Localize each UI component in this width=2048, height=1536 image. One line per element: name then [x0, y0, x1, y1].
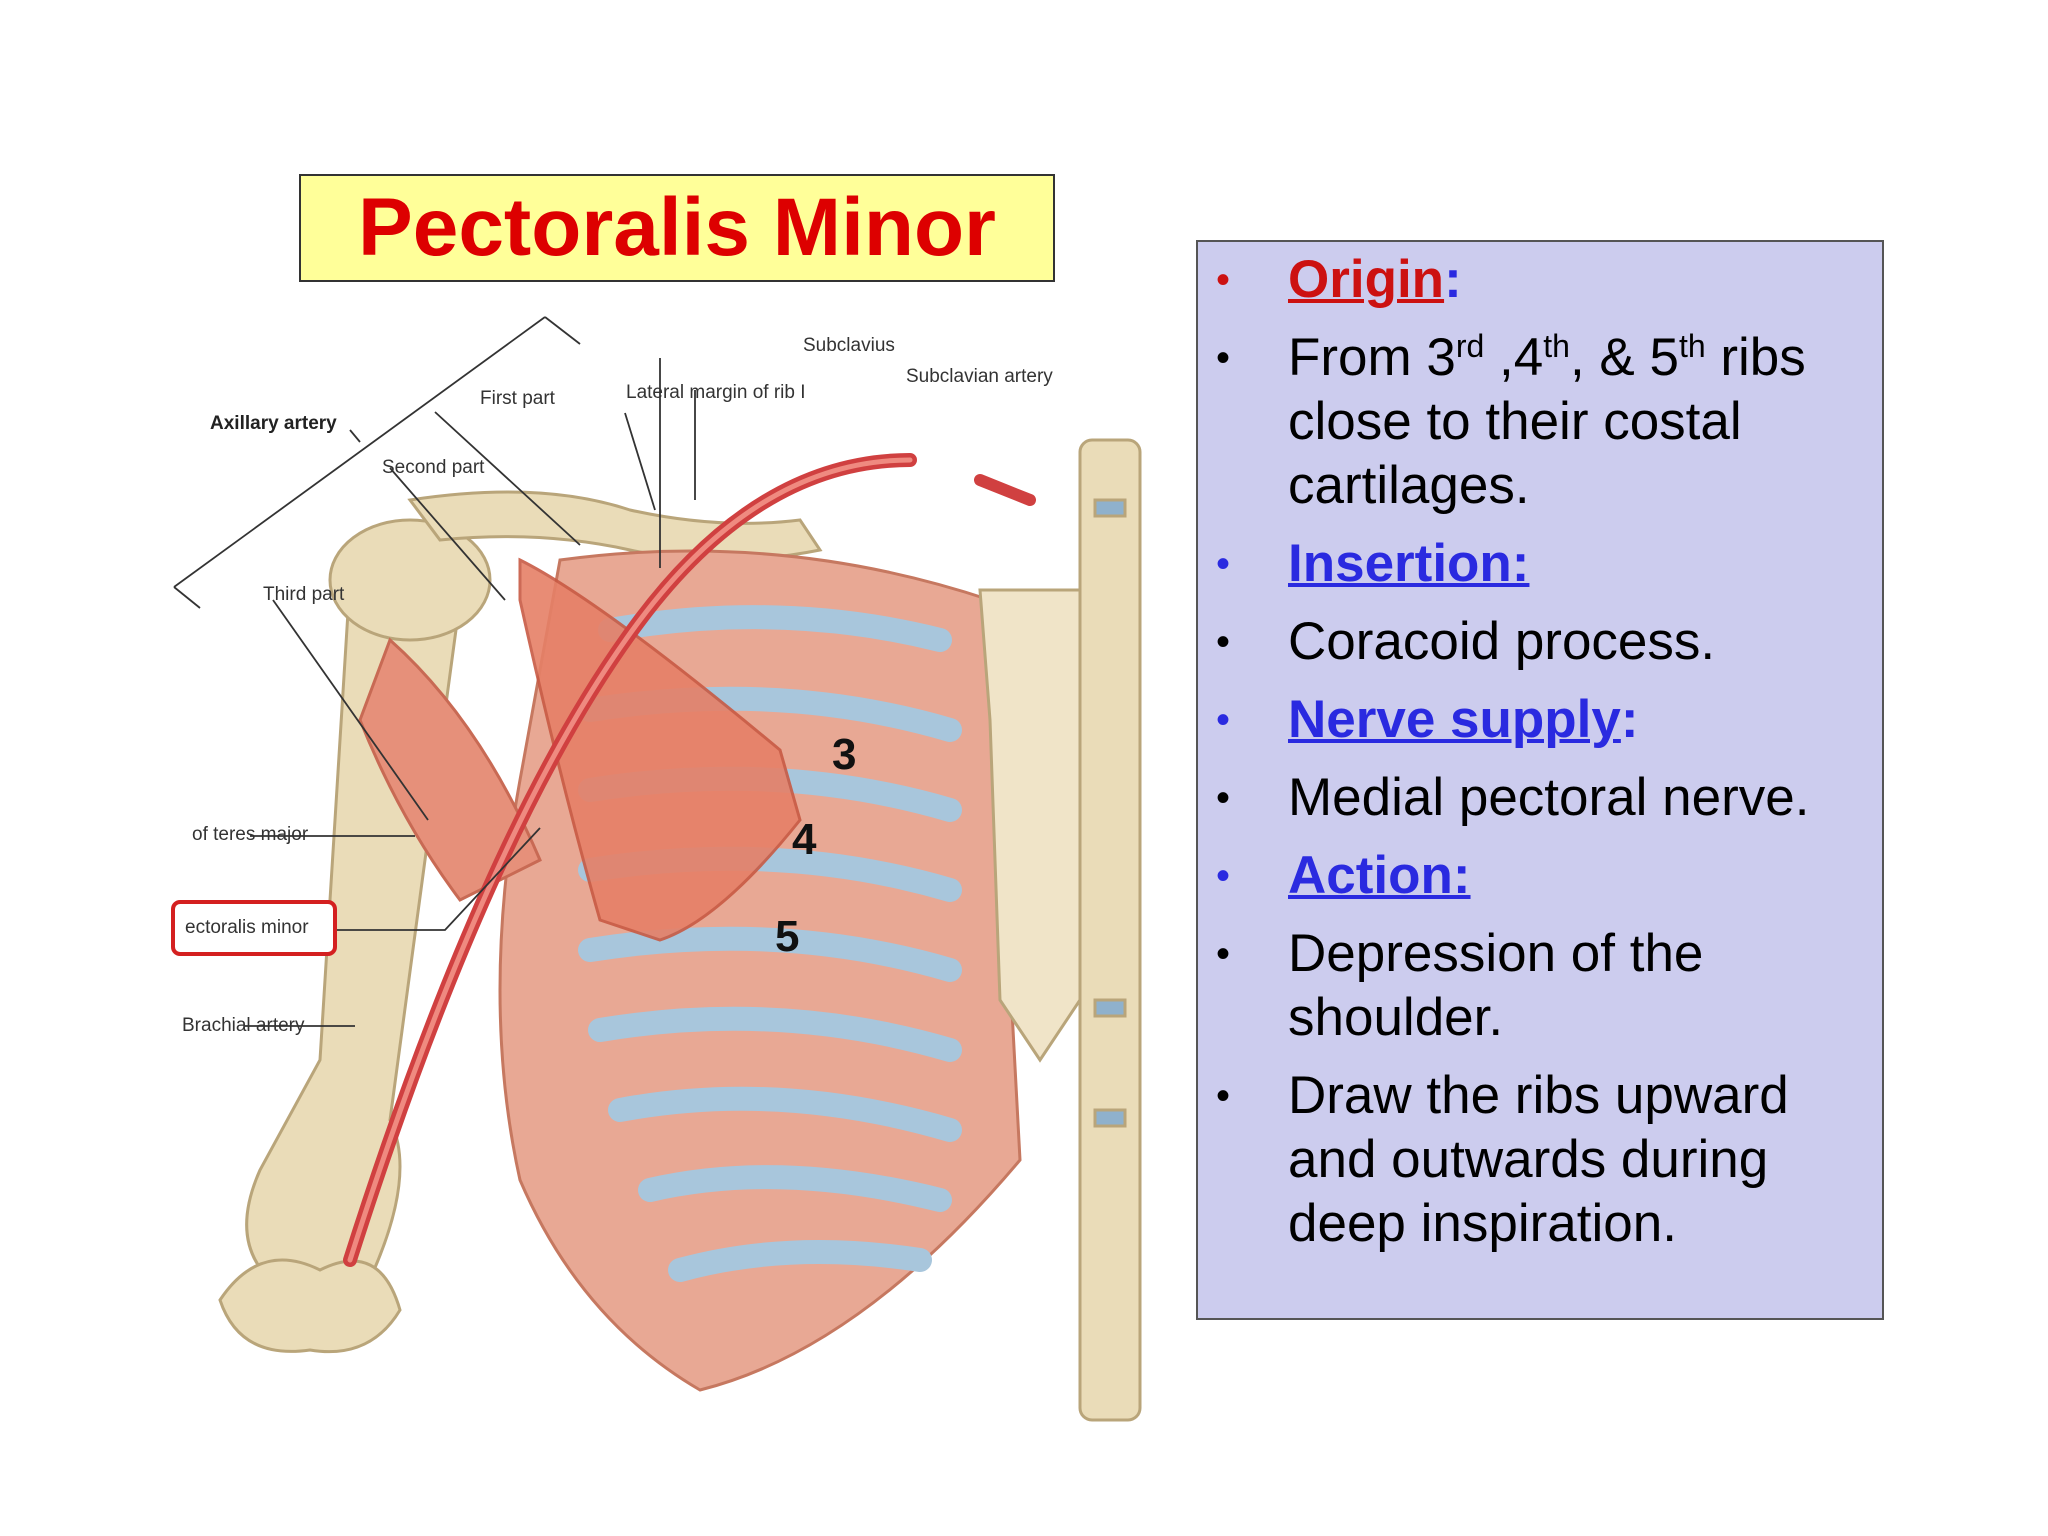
nerve-colon: : — [1620, 690, 1639, 749]
label-brachial-artery: Brachial artery — [182, 1015, 305, 1036]
pectoralis-minor-label-box: ectoralis minor — [171, 900, 337, 956]
nerve-heading: Nerve supply — [1288, 690, 1621, 749]
bullet: • — [1216, 698, 1231, 742]
label-subclavian-artery: Subclavian artery — [906, 366, 1053, 387]
origin-sup: th — [1678, 328, 1706, 364]
slide-title: Pectoralis Minor — [358, 182, 996, 273]
nerve-heading-item: • Nerve supply: — [1212, 688, 1864, 752]
action-text-2: Draw the ribs upward and outwards during… — [1288, 1066, 1789, 1253]
origin-sup: rd — [1455, 328, 1485, 364]
bullet: • — [1216, 1074, 1231, 1118]
origin-colon: : — [1444, 250, 1462, 309]
origin-text-item: • From 3rd ,4th, & 5th ribs close to the… — [1212, 326, 1864, 518]
origin-text-part: , & 5 — [1569, 328, 1679, 387]
origin-text-part: ribs close to their costal cartilages. — [1288, 328, 1806, 515]
slide-title-box: Pectoralis Minor — [299, 174, 1055, 282]
humeral-head — [328, 518, 492, 642]
vertebral-column — [1078, 438, 1142, 1422]
action-heading-item: • Action: — [1212, 844, 1864, 908]
nerve-text: Medial pectoral nerve. — [1288, 768, 1810, 827]
insertion-text-item: • Coracoid process. — [1212, 610, 1864, 674]
origin-text-part: ,4 — [1484, 328, 1544, 387]
action-text-2-item: • Draw the ribs upward and outwards duri… — [1212, 1064, 1864, 1256]
label-third-part: Third part — [263, 584, 345, 605]
bullet: • — [1216, 854, 1231, 898]
humerus-condyles — [218, 1258, 402, 1354]
origin-text-part: From 3 — [1288, 328, 1456, 387]
subclavian-artery — [974, 474, 1036, 506]
label-axillary-artery: Axillary artery — [210, 413, 337, 434]
origin-heading-item: • Origin: — [1212, 248, 1864, 312]
rib-number-4: 4 — [792, 815, 817, 864]
insertion-heading-item: • Insertion: — [1212, 532, 1864, 596]
rib-number-3: 3 — [832, 730, 857, 779]
label-pectoralis-minor: ectoralis minor — [185, 917, 309, 938]
action-text-1: Depression of the shoulder. — [1288, 924, 1704, 1047]
origin-sup: th — [1543, 328, 1570, 364]
label-lateral-margin-rib: Lateral margin of rib I — [626, 382, 806, 403]
label-teres-major: of teres major — [192, 824, 309, 845]
bullet: • — [1216, 776, 1231, 820]
action-text-1-item: • Depression of the shoulder. — [1212, 922, 1864, 1050]
info-panel: • Origin: • From 3rd ,4th, & 5th ribs cl… — [1196, 240, 1884, 1320]
bullet: • — [1216, 932, 1231, 976]
bullet: • — [1216, 620, 1231, 664]
insertion-text: Coracoid process. — [1288, 612, 1716, 671]
label-first-part: First part — [480, 388, 555, 409]
bullet: • — [1216, 258, 1231, 302]
bullet: • — [1216, 336, 1231, 380]
origin-heading: Origin — [1288, 250, 1445, 309]
label-second-part: Second part — [382, 457, 485, 478]
bullet: • — [1216, 542, 1231, 586]
arm-muscles — [358, 637, 542, 902]
nerve-text-item: • Medial pectoral nerve. — [1212, 766, 1864, 830]
label-subclavius: Subclavius — [803, 335, 895, 356]
anatomy-illustration: Axillary artery First part Second part T… — [160, 300, 1180, 1450]
rib-number-5: 5 — [775, 912, 800, 961]
insertion-heading: Insertion: — [1288, 534, 1530, 593]
action-heading: Action: — [1288, 846, 1471, 905]
